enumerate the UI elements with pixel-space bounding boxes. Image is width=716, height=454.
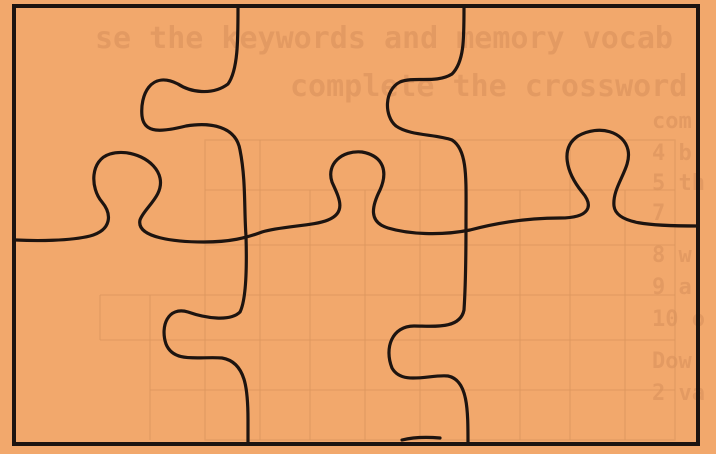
bleed-through-side-3: 7 xyxy=(652,201,665,226)
bleed-through-side-4: 8 w xyxy=(652,243,692,268)
bleed-through-side-0: com xyxy=(652,109,692,134)
bleed-through-grid xyxy=(100,140,675,440)
bleed-through-side-5: 9 a xyxy=(652,275,692,300)
bleed-through-side-7: Dow xyxy=(652,349,692,374)
cut-line-horizontal xyxy=(16,130,698,242)
cut-line-left-vertical xyxy=(142,8,248,444)
bleed-through-line-1: se the keywords and memory vocab xyxy=(95,21,673,56)
bleed-through-line-2: complete the crossword xyxy=(290,69,687,104)
bleed-through-side-1: 4 b xyxy=(652,141,692,166)
